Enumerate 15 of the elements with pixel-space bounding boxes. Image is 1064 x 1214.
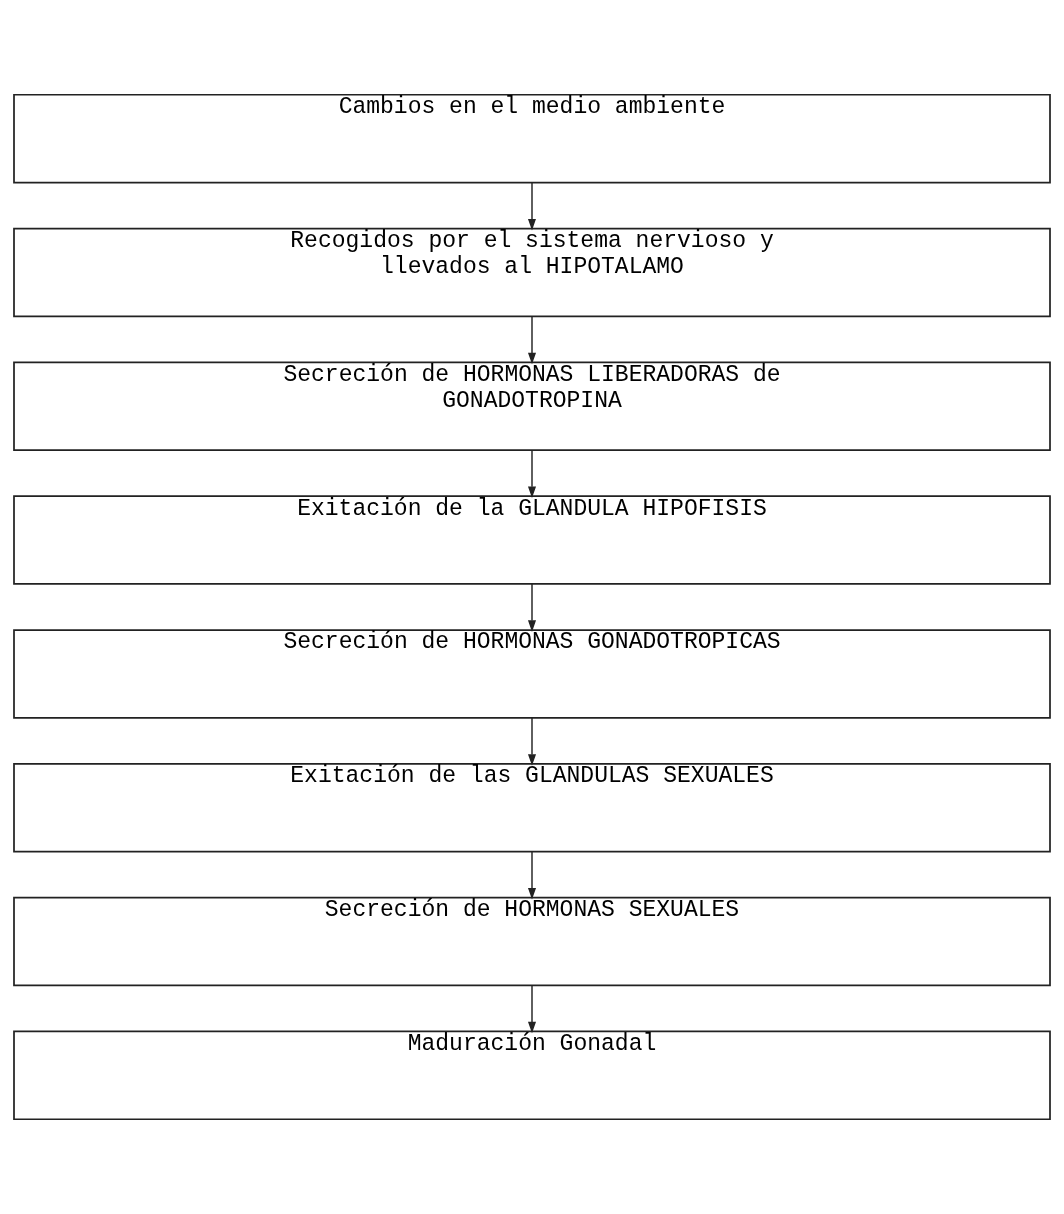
arrow	[527, 449, 537, 499]
arrow	[527, 717, 537, 766]
arrow	[527, 583, 537, 632]
node-box: Secreción de HORMONAS SEXUALES	[13, 896, 1051, 987]
arrow	[527, 181, 537, 231]
node-box: Cambios en el medio ambiente	[13, 93, 1051, 184]
arrow	[527, 850, 537, 900]
node-box: Secreción de HORMONAS LIBERADORAS de GONADOTROPINA	[13, 361, 1051, 452]
node-box: Maduración Gonadal	[13, 1030, 1051, 1121]
node-box: Exitación de la GLANDULA HIPOFISIS	[13, 495, 1051, 585]
node-box: Secreción de HORMONAS GONADOTROPICAS	[13, 629, 1051, 719]
arrow	[527, 315, 537, 365]
arrow	[527, 984, 537, 1034]
node-box: Recogidos por el sistema nervioso y llevados al HIPOTALAMO	[13, 227, 1051, 318]
node-box: Exitación de las GLANDULAS SEXUALES	[13, 762, 1051, 853]
